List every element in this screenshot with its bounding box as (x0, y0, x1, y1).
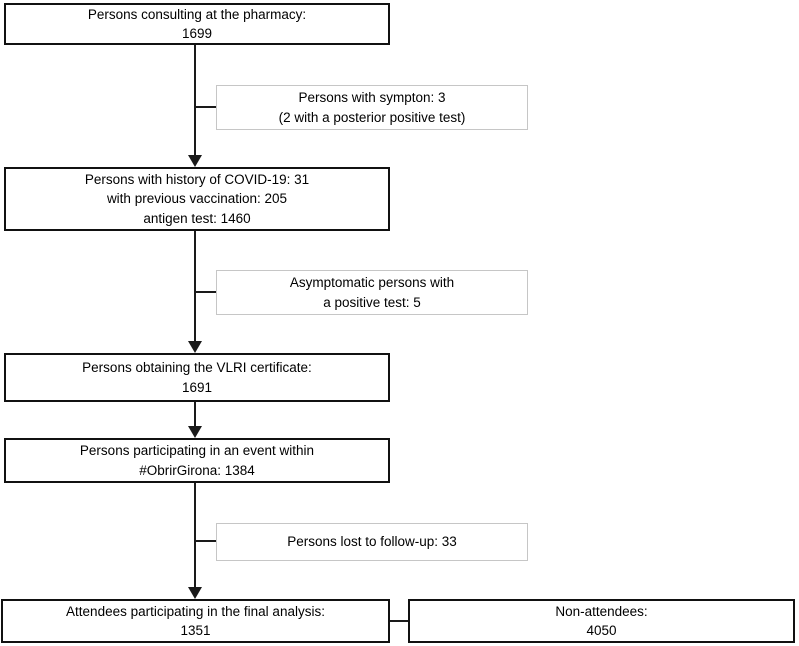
box-history-covid19: Persons with history of COVID-19: 31 wit… (4, 167, 390, 231)
branch-to-lost-box (195, 540, 216, 542)
connector-event-to-attendees (194, 483, 196, 588)
box-attendees-final-analysis: Attendees participating in the final ana… (1, 599, 390, 643)
box-lost-to-followup: Persons lost to follow-up: 33 (216, 523, 528, 561)
box-asymptomatic-positive: Asymptomatic persons with a positive tes… (216, 270, 528, 315)
branch-to-symptoms-box (195, 106, 216, 108)
box-non-attendees: Non-attendees: 4050 (408, 599, 795, 643)
connector-pharmacy-to-history (194, 45, 196, 156)
arrowhead-into-attendees-icon (188, 587, 202, 599)
connector-certificate-to-event (194, 402, 196, 427)
connector-attendees-to-nonattendees (390, 620, 408, 622)
box-event-obrirgirona: Persons participating in an event within… (4, 438, 390, 483)
connector-history-to-certificate (194, 231, 196, 342)
branch-to-asymptomatic-box (195, 291, 216, 293)
box-persons-with-symptom: Persons with sympton: 3 (2 with a poster… (216, 85, 528, 130)
box-persons-consulting-pharmacy: Persons consulting at the pharmacy: 1699 (4, 3, 390, 45)
arrowhead-into-certificate-icon (188, 341, 202, 353)
box-vlri-certificate: Persons obtaining the VLRI certificate: … (4, 353, 390, 402)
arrowhead-into-event-icon (188, 426, 202, 438)
arrowhead-into-history-icon (188, 155, 202, 167)
